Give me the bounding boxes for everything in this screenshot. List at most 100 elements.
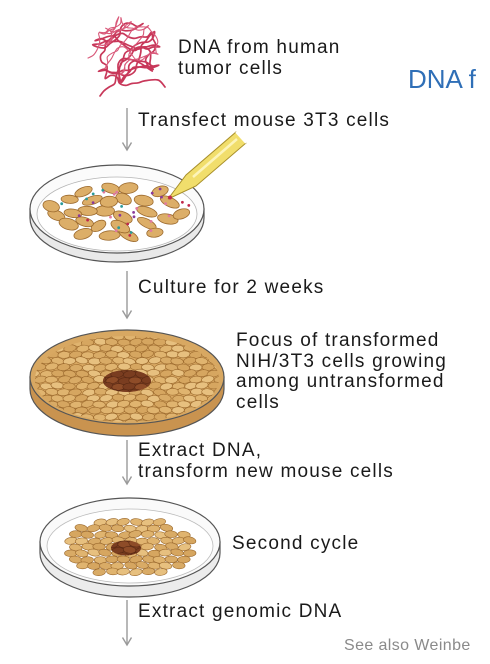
- cell: [166, 388, 180, 396]
- dna-precipitate-dot: [181, 200, 184, 204]
- cell: [146, 537, 160, 545]
- down-arrow-icon: [121, 600, 133, 647]
- cell: [134, 344, 149, 353]
- cell: [111, 336, 125, 341]
- cell: [213, 325, 226, 333]
- dna-precipitate-dot: [187, 204, 191, 207]
- cell: [98, 548, 112, 557]
- dna-precipitate-dot: [85, 197, 88, 201]
- dna-source-line-1: DNA from human: [178, 37, 341, 58]
- cell: [177, 327, 190, 335]
- cell: [165, 542, 179, 551]
- focus-note: Focus of transformed NIH/3T3 cells growi…: [236, 330, 447, 413]
- dna-strand: [87, 16, 159, 76]
- slide-title: DNA f: [408, 64, 476, 94]
- dna-precipitate-dot: [118, 213, 122, 217]
- cell: [201, 375, 215, 384]
- cell: [44, 376, 58, 384]
- cell: [74, 185, 93, 198]
- cell: [183, 536, 197, 545]
- dna-precipitate-dot: [60, 202, 64, 206]
- cell: [152, 518, 166, 526]
- cell: [22, 339, 35, 346]
- cell: [22, 425, 35, 433]
- cell: [166, 350, 180, 359]
- cell: [153, 338, 167, 346]
- cell: [195, 381, 209, 390]
- dna-precipitate-dot: [101, 188, 105, 192]
- cell: [116, 567, 130, 576]
- petri-dish-focus: [20, 325, 233, 437]
- cell: [63, 208, 83, 219]
- cell: [201, 425, 214, 434]
- cell: [116, 555, 130, 564]
- cell: [140, 350, 154, 359]
- petri-dish-transfected: [29, 164, 205, 263]
- cell: [207, 419, 219, 422]
- cell: [220, 419, 233, 428]
- cell: [73, 228, 93, 240]
- cell: [35, 338, 48, 346]
- scattered-cells: [42, 182, 191, 242]
- cell: [158, 393, 172, 402]
- cell: [158, 548, 172, 557]
- cell: [21, 401, 34, 409]
- cell: [39, 418, 53, 422]
- cell: [207, 336, 219, 340]
- cell: [68, 388, 82, 397]
- cell: [52, 336, 66, 341]
- cell: [183, 336, 197, 340]
- cell: [170, 357, 184, 366]
- petri-dish-second-cycle: [39, 497, 221, 598]
- cell: [87, 562, 101, 570]
- cell: [46, 325, 59, 333]
- cell: [75, 370, 89, 378]
- cell: [194, 336, 209, 341]
- cell: [195, 357, 209, 365]
- pipette-icon: [167, 131, 247, 200]
- cell: [115, 192, 132, 206]
- cell: [141, 530, 155, 538]
- step-extract-line-1: Extract DNA,: [138, 440, 263, 461]
- cell: [75, 356, 89, 365]
- cell: [141, 567, 155, 576]
- cell: [116, 518, 130, 526]
- cell: [100, 406, 114, 415]
- cell: [80, 531, 94, 539]
- cell: [147, 524, 161, 533]
- cell: [206, 369, 219, 378]
- cell: [154, 568, 168, 576]
- dna-precipitate-dot: [149, 229, 153, 233]
- cell: [133, 194, 154, 207]
- transformed-cell: [117, 389, 131, 392]
- cell: [140, 542, 154, 551]
- cell: [22, 326, 35, 334]
- cell: [35, 407, 40, 416]
- cell: [42, 200, 60, 213]
- cell: [69, 530, 83, 538]
- cell: [177, 555, 191, 564]
- cell: [213, 425, 226, 433]
- second-cycle-label: Second cycle: [232, 533, 360, 554]
- cell: [172, 208, 191, 220]
- cell: [148, 381, 162, 390]
- cell: [104, 363, 118, 371]
- step-transfect-label: Transfect mouse 3T3 cells: [138, 110, 391, 131]
- cell: [33, 426, 46, 434]
- dna-precipitate-dot: [129, 231, 133, 234]
- dna-precipitate-dot: [115, 190, 119, 194]
- cell: [118, 182, 139, 194]
- dna-precipitate-dot: [164, 202, 168, 206]
- cell: [75, 216, 94, 228]
- cell: [20, 351, 33, 360]
- dna-strand-icon: [87, 16, 166, 97]
- dna-precipitate-dot: [132, 215, 136, 219]
- dna-precipitate-dot: [91, 201, 95, 205]
- cell: [189, 425, 202, 433]
- transformed-cell: [117, 370, 131, 372]
- cell: [88, 406, 102, 415]
- cell: [164, 555, 178, 564]
- dna-precipitate-dot: [128, 234, 132, 237]
- cell: [64, 549, 78, 558]
